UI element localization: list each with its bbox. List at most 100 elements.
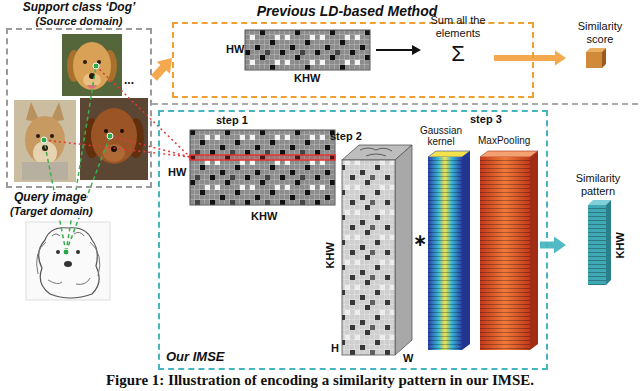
brown-dog-photo-part — [120, 129, 124, 133]
node-text: Σ — [424, 41, 492, 66]
terrier-dog-photo-part — [50, 134, 54, 138]
node-text: (Source domain) — [6, 15, 152, 28]
feature-match-lines-part — [41, 137, 47, 143]
terrier-dog-photo-part — [22, 162, 68, 180]
similarity-matrix-step1-part — [190, 130, 335, 205]
flow-arrow — [494, 50, 566, 65]
reshaped-tensor-cube-part — [342, 160, 395, 355]
flow-arrow — [154, 58, 172, 78]
gaussian-kernel-column-part — [428, 157, 462, 350]
dimension-label: KHW — [294, 72, 320, 85]
maxpooling-column-part — [530, 151, 538, 350]
similarity-pattern-bar — [588, 200, 611, 285]
node-heading: Sum all the elements — [424, 14, 492, 39]
brown-dog-photo — [80, 98, 148, 180]
similarity-matrix-previous-part — [376, 49, 413, 51]
similarity-score-cube — [586, 48, 606, 68]
feature-match-lines — [41, 63, 190, 255]
golden-dog-photo-part — [87, 85, 97, 89]
maxpooling-column-part — [480, 151, 538, 157]
reshaped-tensor-cube-part — [395, 145, 412, 355]
step-label: step 2 — [330, 130, 362, 143]
arrow-shaft — [494, 55, 557, 61]
brown-dog-photo-part — [80, 98, 148, 180]
golden-dog-photo-part — [73, 42, 111, 90]
feature-match-lines-part — [93, 63, 99, 69]
similarity-matrix-previous-part — [245, 30, 370, 70]
dashed-outline — [6, 28, 152, 188]
step3-block: step 3 — [415, 113, 540, 356]
sum-operation: Sum all the elementsΣ — [424, 14, 494, 70]
similarity-matrix-previous-part — [412, 45, 421, 55]
similarity-matrix-step1-part — [190, 155, 335, 160]
reshaped-tensor-cube — [342, 145, 412, 355]
feature-match-lines-part — [63, 249, 69, 255]
similarity-pattern-bar-part — [588, 205, 606, 285]
imse-box: Our IMSE step 3 — [158, 110, 548, 370]
gaussian-kernel-column — [428, 151, 470, 350]
arrowhead — [157, 58, 172, 74]
node-heading: Our IMSE — [166, 350, 225, 365]
query-sketch-image-part — [76, 250, 80, 254]
reshaped-tensor-cube-part — [342, 160, 395, 355]
node-heading: Similarity score — [566, 20, 634, 45]
feature-match-lines-part — [66, 66, 96, 252]
component-label: Gaussian kernel — [412, 125, 470, 147]
terrier-dog-photo-part — [14, 100, 76, 182]
maxpooling-column — [480, 151, 538, 350]
maxpooling-column-part — [480, 157, 530, 350]
similarity-pattern-output: Similarity pattern — [566, 172, 632, 292]
feature-match-lines-part — [110, 136, 190, 157]
query-image-panel: Query image(Target domain) — [6, 191, 116, 301]
similarity-pattern-bar-part — [606, 200, 611, 285]
similarity-matrix-previous — [245, 30, 421, 70]
maxpooling-column-part — [480, 157, 530, 350]
section-separator — [152, 104, 640, 105]
query-sketch-image-part — [26, 222, 110, 300]
terrier-dog-photo-part — [25, 116, 65, 164]
gaussian-kernel-column-part — [462, 151, 470, 350]
dimension-label: H — [331, 342, 339, 355]
similarity-pattern-bar-part — [588, 205, 606, 285]
similarity-matrix-step1 — [190, 130, 335, 205]
terrier-dog-photo — [14, 100, 76, 182]
dimension-label: KHW — [614, 230, 627, 260]
terrier-dog-photo-part — [36, 134, 40, 138]
brown-dog-photo-part — [111, 146, 117, 152]
node-heading: step 3 — [470, 113, 502, 126]
golden-dog-photo-part — [83, 60, 87, 64]
component-label: MaxPooling — [478, 135, 530, 147]
terrier-dog-photo-part — [33, 141, 57, 165]
brown-dog-photo-part — [91, 108, 137, 164]
support-set-panel: Support class ‘Dog’(Source domain) — [6, 0, 154, 188]
arrow-shaft — [154, 66, 165, 78]
similarity-score-cube-part — [602, 48, 606, 68]
step-label: step 1 — [216, 114, 248, 127]
brown-dog-photo-part — [104, 129, 108, 133]
ellipsis-mark: ... — [124, 74, 134, 88]
node-heading: Previous LD-based Method — [237, 3, 457, 19]
golden-dog-photo-part — [83, 73, 101, 87]
gaussian-kernel-column-part — [428, 157, 462, 350]
dimension-label: HW — [226, 43, 244, 56]
similarity-matrix-previous-part — [245, 30, 370, 70]
dimension-label: HW — [168, 166, 186, 179]
similarity-matrix-step1-part — [190, 130, 335, 205]
figure-caption: Figure 1: Illustration of encoding a sim… — [0, 371, 640, 389]
arrowhead — [555, 50, 566, 65]
similarity-score-output: Similarity score — [566, 20, 636, 72]
feature-match-lines-part — [44, 140, 190, 157]
feature-match-lines-part — [107, 133, 113, 139]
query-sketch-image-part — [56, 250, 60, 254]
flow-arrow — [540, 236, 566, 253]
dimension-label: W — [403, 352, 413, 365]
dimension-label: KHW — [251, 210, 277, 223]
node-heading: Query image — [14, 191, 87, 205]
golden-dog-photo-part — [62, 34, 122, 96]
golden-dog-photo — [62, 34, 122, 96]
node-text: (Target domain) — [10, 205, 93, 218]
dimension-label: KHW — [324, 240, 337, 270]
convolution-symbol: ∗ — [413, 231, 427, 251]
